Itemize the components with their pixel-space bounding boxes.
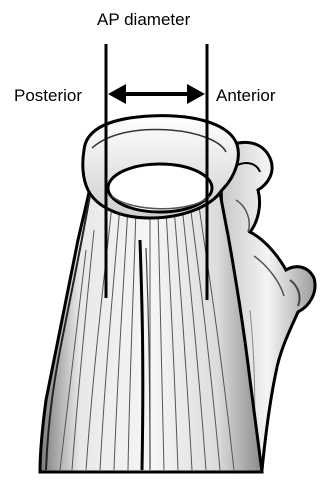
anterior-label: Anterior: [216, 86, 276, 106]
ap-diameter-label: AP diameter: [97, 10, 190, 30]
posterior-label: Posterior: [14, 86, 82, 106]
arrowhead-left-icon: [108, 84, 126, 104]
arrowhead-right-icon: [187, 84, 205, 104]
